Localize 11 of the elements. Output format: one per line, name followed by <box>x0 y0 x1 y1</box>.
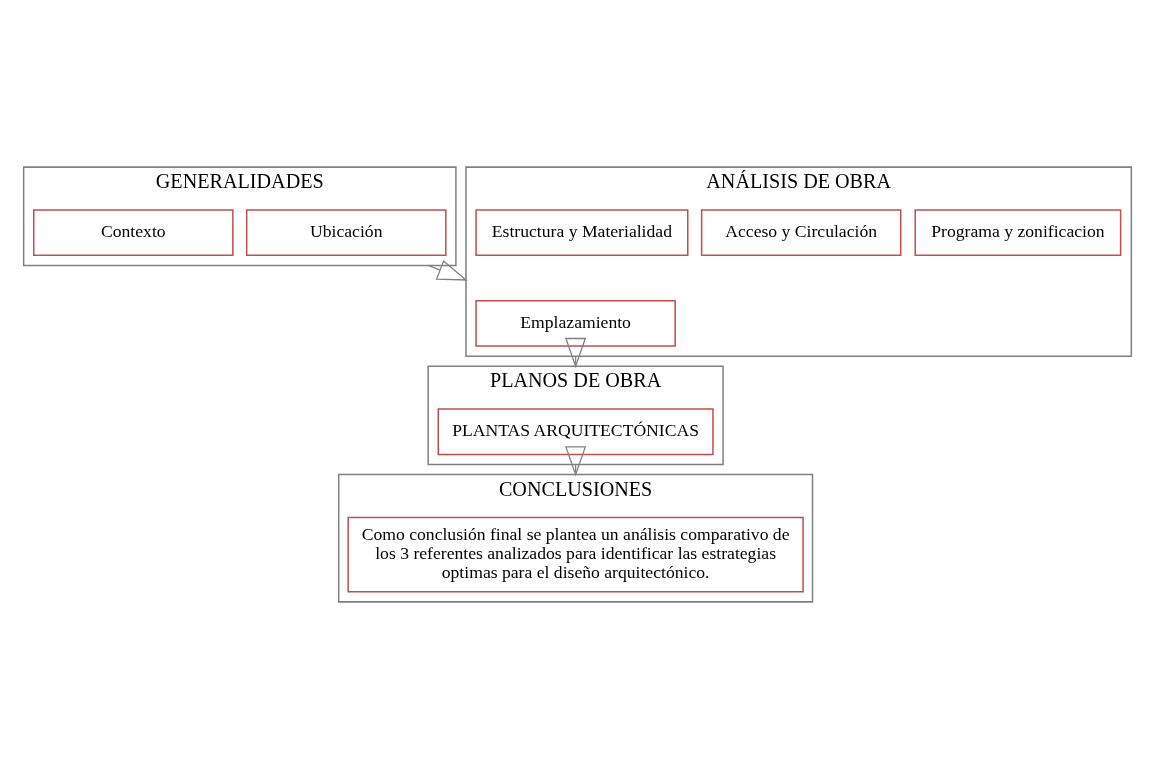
node-box: Programa y zonificacion <box>914 209 1122 257</box>
node-box: Como conclusión final se plantea un análisis comparativo de los 3 referentes analizados para identificar las estrategias optimas para el diseño arquitectónico. <box>347 516 804 593</box>
node-box: Estructura y Materialidad <box>475 209 689 257</box>
node-box: PLANTAS ARQUITECTÓNICAS <box>437 408 714 456</box>
node-box: Ubicación <box>245 209 447 257</box>
node-box: Acceso y Circulación <box>700 209 902 257</box>
node-box: Emplazamiento <box>475 299 676 347</box>
node-box: Contexto <box>33 209 234 257</box>
arrow <box>565 337 587 369</box>
arrow <box>427 259 468 281</box>
arrow <box>565 446 587 477</box>
